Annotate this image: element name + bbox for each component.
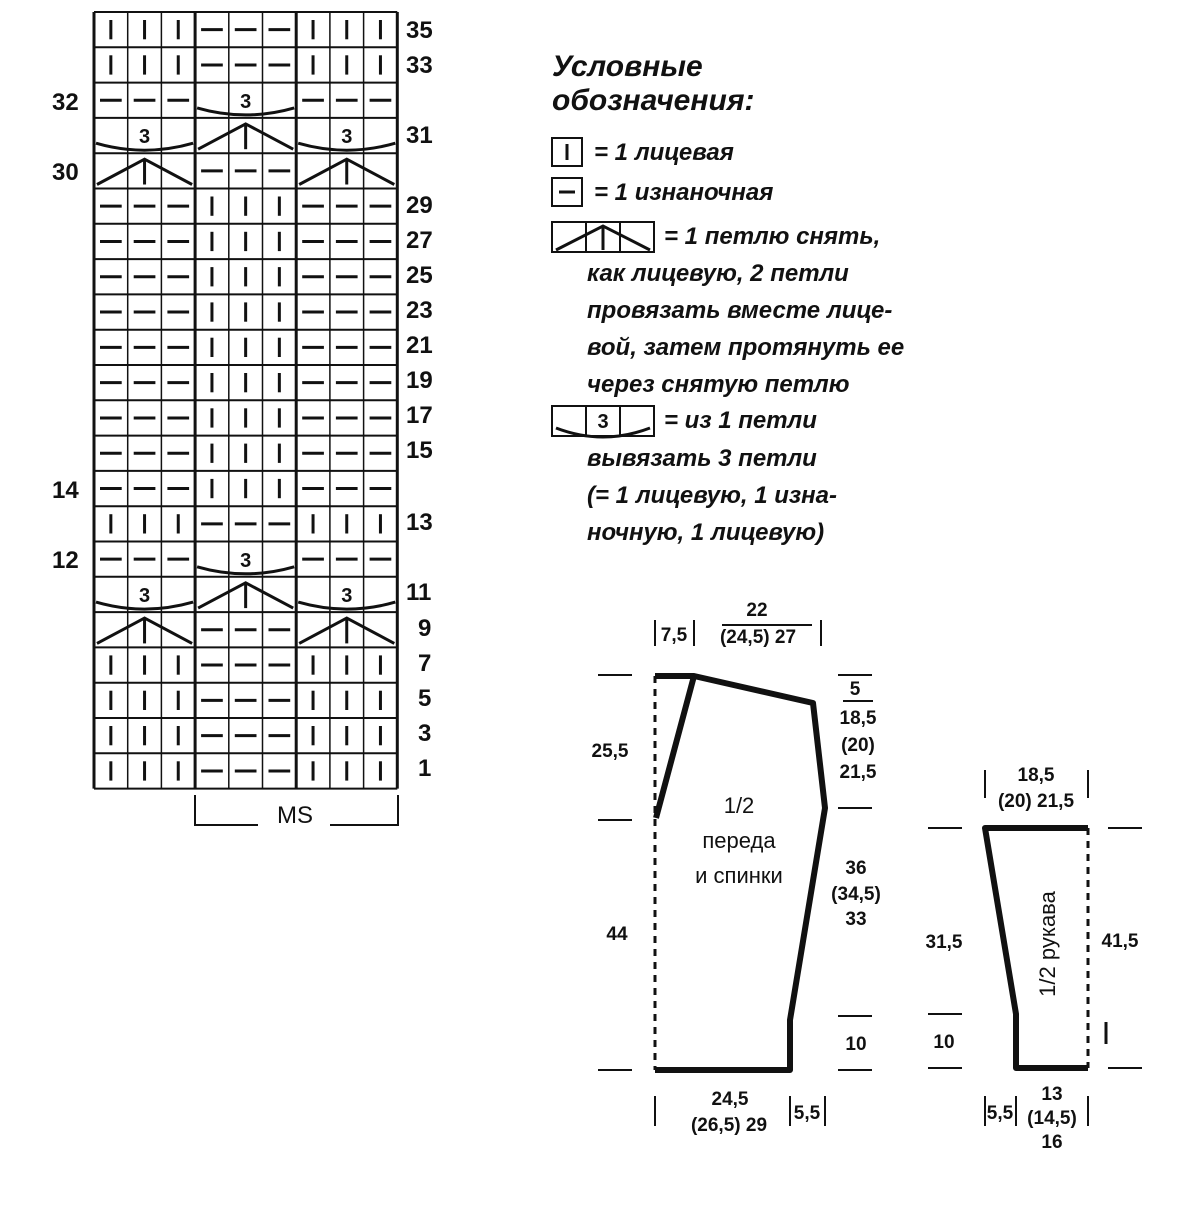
row-number: 23: [406, 297, 433, 324]
body-label: переда: [702, 828, 776, 853]
dimension: (20) 21,5: [998, 791, 1074, 812]
increase-mark: 3: [597, 411, 608, 433]
increase-mark: 3: [240, 550, 251, 572]
dimension: 33: [845, 909, 866, 930]
legend-decrease: = 1 петлю снять,: [664, 223, 880, 250]
row-number: 31: [406, 122, 433, 149]
row-number: 7: [418, 650, 431, 677]
legend-decrease: провязать вместе лице-: [587, 297, 892, 324]
ms-bracket: MS: [194, 795, 399, 829]
purl-symbol-icon: [551, 177, 583, 207]
dimension: 41,5: [1102, 931, 1139, 952]
increase-stitch: [196, 565, 295, 576]
legend-knit: = 1 лицевая: [594, 139, 734, 166]
row-numbers-left: 32 30 14 12: [52, 89, 79, 574]
row-number: 1: [418, 755, 431, 782]
legend: Условные обозначения: = 1 лицевая = 1 из…: [551, 50, 904, 546]
increase-stitch: [196, 106, 295, 117]
legend-increase: (= 1 лицевую, 1 изна-: [587, 482, 837, 509]
row-number: 14: [52, 477, 79, 504]
row-number: 5: [418, 685, 431, 712]
body-label: 1/2: [724, 793, 755, 818]
row-number: 30: [52, 159, 79, 186]
legend-decrease: вой, затем протянуть ее: [587, 334, 904, 361]
dimension: 24,5: [712, 1089, 749, 1110]
row-number: 19: [406, 367, 433, 394]
row-number: 9: [418, 615, 431, 642]
row-number: 21: [406, 332, 433, 359]
row-number: 3: [418, 720, 431, 747]
decrease-symbol-icon: [551, 221, 655, 253]
dimension: 31,5: [926, 932, 963, 953]
dimension: 44: [606, 924, 628, 945]
legend-increase: ночную, 1 лицевую): [587, 519, 824, 546]
dimension: 7,5: [661, 625, 688, 646]
increase-stitch: [95, 600, 194, 611]
increase-stitch: [297, 600, 396, 611]
dimension: (20): [841, 735, 875, 756]
dimension: 18,5: [1018, 765, 1055, 786]
row-number: 27: [406, 227, 433, 254]
increase-mark: 3: [341, 126, 352, 148]
dimension: 22: [746, 600, 767, 621]
ms-label: MS: [277, 802, 313, 829]
row-number: 25: [406, 262, 433, 289]
dimension: (26,5) 29: [691, 1115, 767, 1136]
increase-stitch: [95, 141, 194, 152]
dimension: 10: [845, 1034, 866, 1055]
body-pattern-labels: 1/2 переда и спинки 7,5 22 (24,5) 27 5 1…: [592, 600, 881, 1136]
row-number: 33: [406, 52, 433, 79]
row-number: 17: [406, 402, 433, 429]
dimension: 16: [1041, 1132, 1062, 1153]
legend-decrease: через снятую петлю: [587, 371, 849, 398]
dimension: (14,5): [1027, 1108, 1077, 1129]
dimension: (24,5) 27: [720, 627, 796, 648]
dimension: 13: [1041, 1084, 1062, 1105]
legend-increase: вывязать 3 петли: [587, 445, 817, 472]
knit-symbol-icon: [551, 137, 583, 167]
body-pattern: [598, 620, 873, 1126]
row-numbers-right: 35 33 31 29 27 25 23 21 19 17 15 13 11 9…: [406, 17, 433, 782]
legend-increase: = из 1 петли: [664, 407, 817, 434]
row-number: 12: [52, 547, 79, 574]
row-number: 35: [406, 17, 433, 44]
increase-mark: 3: [240, 91, 251, 113]
row-number: 11: [406, 579, 431, 606]
row-number: 32: [52, 89, 79, 116]
increase-symbol-icon: 3: [551, 405, 655, 439]
legend-title: Условные: [552, 50, 703, 83]
row-number: 29: [406, 192, 433, 219]
dimension: 10: [933, 1032, 954, 1053]
sleeve-label: 1/2 рукава: [1035, 890, 1060, 996]
dimension: 5,5: [987, 1103, 1014, 1124]
dimension: 36: [845, 858, 866, 879]
dimension: (34,5): [831, 884, 881, 905]
dimension: 5: [850, 679, 861, 700]
increase-mark: 3: [139, 585, 150, 607]
dimension: 5,5: [794, 1103, 821, 1124]
legend-purl: = 1 изнаночная: [594, 179, 773, 206]
legend-title: обозначения:: [552, 84, 754, 117]
sleeve-pattern: [928, 770, 1142, 1126]
increase-mark: 3: [139, 126, 150, 148]
dimension: 25,5: [592, 741, 629, 762]
legend-decrease: как лицевую, 2 петли: [587, 260, 849, 287]
sleeve-pattern-labels: 1/2 рукава 18,5 (20) 21,5 31,5 10 41,5 5…: [926, 765, 1139, 1153]
knitting-chart: 3 3 3 3 3 3: [92, 11, 399, 790]
body-label: и спинки: [695, 863, 783, 888]
increase-mark: 3: [341, 585, 352, 607]
row-number: 13: [406, 509, 433, 536]
increase-stitch: [297, 141, 396, 152]
dimension: 21,5: [840, 762, 877, 783]
dimension: 18,5: [840, 708, 877, 729]
row-number: 15: [406, 437, 433, 464]
